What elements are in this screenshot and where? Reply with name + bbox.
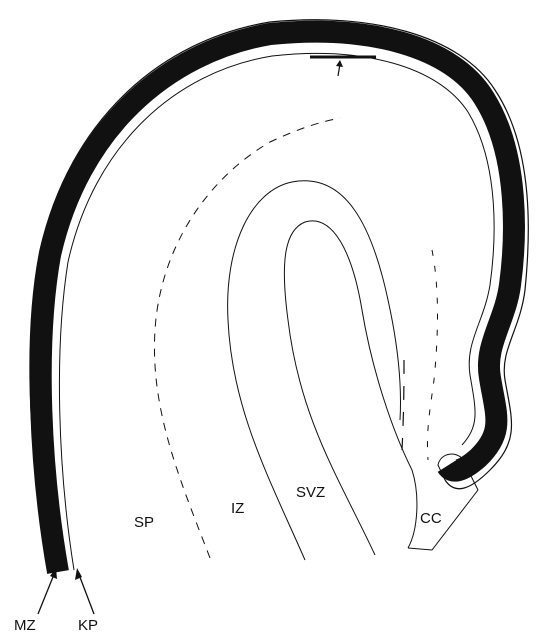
label-sp: SP — [134, 514, 154, 531]
svz-dashed-segment — [402, 360, 404, 450]
mz-arrow-shaft — [38, 572, 55, 614]
label-kp: KP — [78, 617, 98, 634]
label-svz: SVZ — [296, 484, 325, 501]
cc-dashed-boundary — [427, 250, 437, 460]
label-mz: MZ — [14, 617, 36, 634]
outer-pial-outline — [30, 20, 528, 570]
label-cc: CC — [420, 510, 442, 527]
ventricle-outline — [284, 221, 417, 555]
cc-notch-outline — [408, 454, 478, 550]
kp-arrow-shaft — [78, 572, 94, 614]
subplate-boundary — [59, 53, 494, 570]
top-arrow-head — [336, 60, 343, 67]
iz-svz-boundary — [228, 181, 401, 560]
label-iz: IZ — [231, 500, 244, 517]
cortical-plate-band — [41, 32, 514, 572]
